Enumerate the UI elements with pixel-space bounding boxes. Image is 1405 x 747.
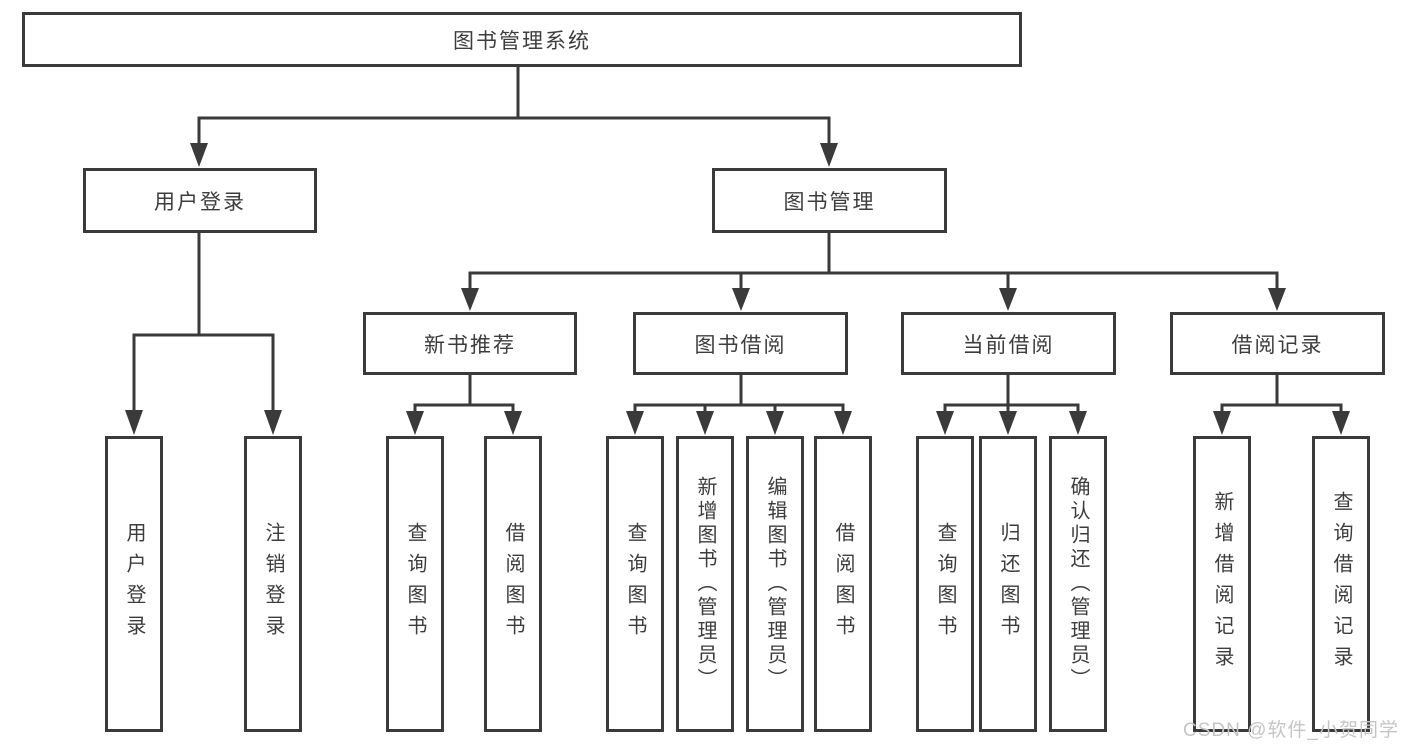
node-book-management-label: 图书管理 <box>783 190 876 214</box>
node-book-borrowing-label: 图书借阅 <box>694 333 787 357</box>
leaf-add-borrow-record-label: 新增借阅记录 <box>1211 491 1233 677</box>
node-borrowing-records: 借阅记录 <box>1170 312 1385 375</box>
csdn-watermark: CSDN @软件_小贺同学 <box>1183 720 1399 741</box>
node-user-login-branch-label: 用户登录 <box>154 190 246 214</box>
node-user-login-branch: 用户登录 <box>83 168 317 233</box>
leaf-borrow-books-recommend: 借阅图书 <box>484 436 542 732</box>
node-new-book-recommend: 新书推荐 <box>363 312 577 375</box>
leaf-add-books-admin: 新增图书（管理员） <box>676 436 734 732</box>
leaf-query-books-recommend: 查询图书 <box>386 436 444 732</box>
leaf-borrow-books-borrowing: 借阅图书 <box>814 436 872 732</box>
leaf-user-login: 用户登录 <box>105 436 163 732</box>
leaf-query-borrow-record: 查询借阅记录 <box>1312 436 1370 732</box>
leaf-edit-books-admin-label: 编辑图书（管理员） <box>764 476 786 692</box>
leaf-query-books-recommend-label: 查询图书 <box>404 522 426 646</box>
leaf-user-login-label: 用户登录 <box>123 522 145 646</box>
node-root-library-system: 图书管理系统 <box>22 12 1022 67</box>
leaf-add-borrow-record: 新增借阅记录 <box>1193 436 1251 732</box>
leaf-edit-books-admin: 编辑图书（管理员） <box>746 436 804 732</box>
leaf-confirm-return-admin: 确认归还（管理员） <box>1049 436 1107 732</box>
leaf-logout-label: 注销登录 <box>262 522 284 646</box>
node-root-label: 图书管理系统 <box>453 29 591 53</box>
leaf-return-books-label: 归还图书 <box>997 522 1019 646</box>
node-borrowing-records-label: 借阅记录 <box>1231 333 1324 357</box>
node-new-book-recommend-label: 新书推荐 <box>424 333 516 357</box>
leaf-logout: 注销登录 <box>244 436 302 732</box>
leaf-confirm-return-admin-label: 确认归还（管理员） <box>1067 476 1089 692</box>
node-book-borrowing: 图书借阅 <box>633 312 848 375</box>
node-current-borrowing-label: 当前借阅 <box>962 333 1055 357</box>
leaf-add-books-admin-label: 新增图书（管理员） <box>694 476 716 692</box>
leaf-borrow-books-borrowing-label: 借阅图书 <box>832 522 854 646</box>
node-current-borrowing: 当前借阅 <box>901 312 1116 375</box>
leaf-query-books-current: 查询图书 <box>916 436 974 732</box>
leaf-query-books-borrowing-label: 查询图书 <box>624 522 646 646</box>
leaf-query-books-current-label: 查询图书 <box>934 522 956 646</box>
leaf-query-borrow-record-label: 查询借阅记录 <box>1330 491 1352 677</box>
leaf-query-books-borrowing: 查询图书 <box>606 436 664 732</box>
node-book-management: 图书管理 <box>712 168 947 233</box>
leaf-borrow-books-recommend-label: 借阅图书 <box>502 522 524 646</box>
leaf-return-books: 归还图书 <box>979 436 1037 732</box>
